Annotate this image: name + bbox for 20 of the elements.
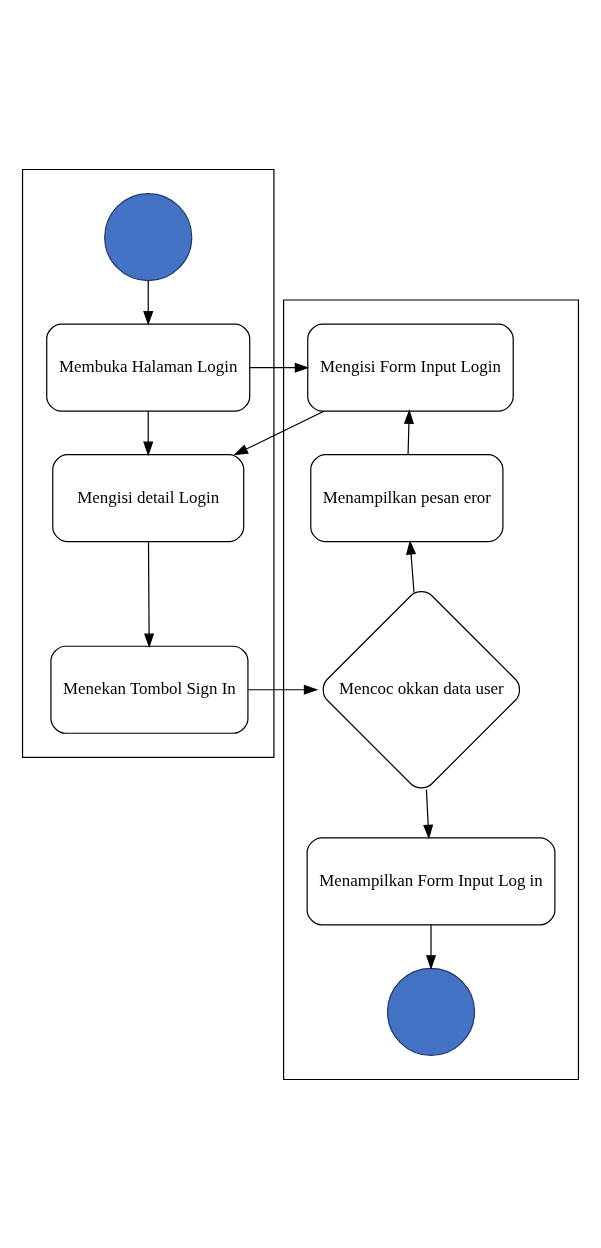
node-box: Mengisi detail Login <box>52 453 245 542</box>
node-box: Menampilkan pesan eror <box>310 453 504 542</box>
arrow <box>425 923 437 970</box>
arrow <box>406 539 417 593</box>
cluster <box>282 298 580 1080</box>
node-circle <box>386 967 476 1056</box>
arrow <box>403 408 414 455</box>
arrow <box>423 788 434 839</box>
node-circle <box>104 192 193 281</box>
arrow <box>143 410 154 456</box>
arrow <box>143 279 154 326</box>
arrow <box>249 362 310 373</box>
node-box: Menekan Tombol Sign In <box>50 645 249 734</box>
node-box: Membuka Halaman Login <box>46 323 251 412</box>
node-box: Menampilkan Form Input Log in <box>306 836 556 925</box>
cluster <box>21 168 275 758</box>
arrow <box>233 410 325 455</box>
arrow <box>144 540 155 648</box>
arrow <box>247 684 319 695</box>
node-box: Mengisi Form Input Login <box>307 323 514 412</box>
